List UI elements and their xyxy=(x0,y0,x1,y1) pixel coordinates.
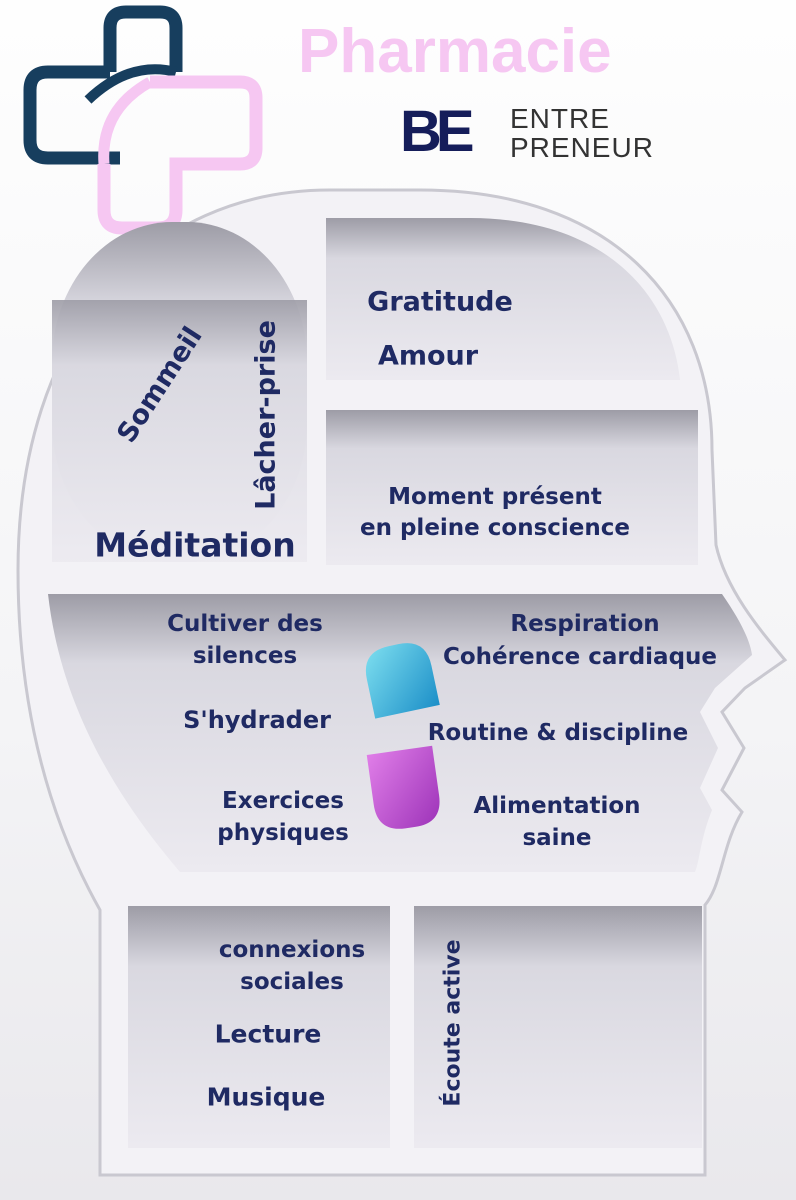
label-meditation: Méditation xyxy=(94,525,296,565)
label-lacher-prise: Lâcher-prise xyxy=(250,320,282,510)
label-routine: Routine & discipline xyxy=(427,720,689,746)
label-physiques: physiques xyxy=(217,820,349,846)
label-moment-present: Moment présent xyxy=(388,484,602,510)
label-musique: Musique xyxy=(206,1082,326,1112)
compartment-bottom-left xyxy=(128,906,390,1148)
label-coherence: Cohérence cardiaque xyxy=(442,644,718,670)
compartment-bottom-right xyxy=(414,906,702,1148)
label-ecoute-active: Écoute active xyxy=(440,939,466,1107)
compartment-top-right-upper xyxy=(326,218,680,380)
label-respiration: Respiration xyxy=(510,611,660,637)
capsule-pill xyxy=(365,643,440,829)
brand-line2: PRENEUR xyxy=(510,132,654,163)
label-hydrader: S'hydrader xyxy=(183,706,331,734)
label-alimentation: Alimentation xyxy=(473,793,641,819)
compartment-top-right-lower xyxy=(326,410,698,565)
pharmacy-cross-logo xyxy=(23,5,263,235)
label-cultiver: Cultiver des xyxy=(167,611,323,637)
label-pleine-conscience: en pleine conscience xyxy=(359,515,631,541)
label-sociales: sociales xyxy=(240,969,344,995)
label-silences: silences xyxy=(192,643,298,669)
compartment-middle xyxy=(48,594,752,872)
label-amour: Amour xyxy=(377,340,479,372)
label-lecture: Lecture xyxy=(214,1019,322,1049)
be-logo: BE xyxy=(400,99,475,164)
label-exercices: Exercices xyxy=(222,788,344,814)
label-gratitude: Gratitude xyxy=(367,286,513,318)
label-connexions: connexions xyxy=(218,937,366,963)
brand-line1: ENTRE xyxy=(510,103,610,134)
label-saine: saine xyxy=(522,825,592,851)
pharmacie-title: Pharmacie xyxy=(298,17,612,86)
